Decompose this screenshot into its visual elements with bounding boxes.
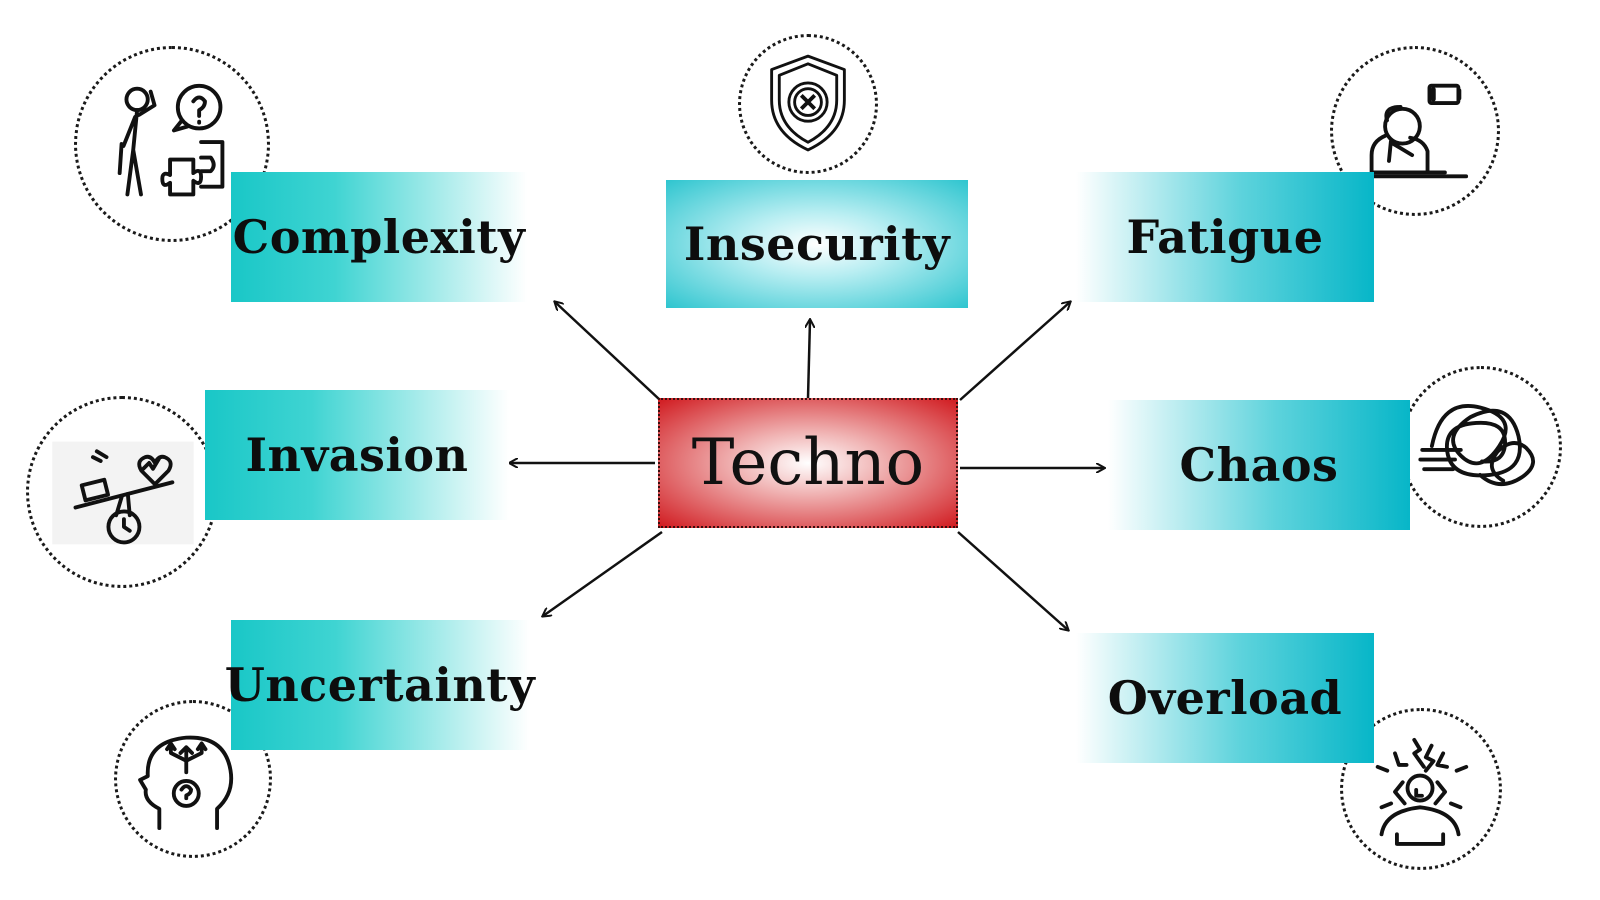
node-label-uncertainty: Uncertainty bbox=[224, 658, 536, 712]
node-uncertainty: Uncertainty bbox=[225, 620, 535, 750]
work-life-balance-icon bbox=[52, 441, 194, 545]
arrow-to-overload bbox=[957, 531, 1068, 630]
node-overload: Overload bbox=[1076, 633, 1374, 763]
node-label-overload: Overload bbox=[1107, 671, 1343, 725]
chaos-icon-circle bbox=[1400, 366, 1562, 528]
node-invasion: Invasion bbox=[205, 390, 509, 520]
arrow-to-insecurity bbox=[808, 320, 810, 399]
node-insecurity: Insecurity bbox=[666, 180, 968, 308]
node-label-fatigue: Fatigue bbox=[1126, 210, 1324, 264]
head-question-arrows-icon bbox=[138, 735, 234, 830]
node-fatigue: Fatigue bbox=[1076, 172, 1374, 302]
node-chaos: Chaos bbox=[1108, 400, 1410, 530]
arrow-to-uncertainty bbox=[543, 530, 663, 616]
stressed-person-lightning-icon bbox=[1375, 737, 1469, 846]
node-label-invasion: Invasion bbox=[245, 428, 469, 482]
confused-person-puzzle-icon bbox=[117, 83, 225, 197]
center-node-techno: Techno bbox=[658, 398, 958, 528]
center-label: Techno bbox=[691, 426, 925, 500]
node-label-insecurity: Insecurity bbox=[683, 217, 951, 271]
arrow-to-fatigue bbox=[959, 302, 1070, 401]
insecurity-icon-circle bbox=[738, 34, 878, 174]
node-label-complexity: Complexity bbox=[232, 210, 526, 264]
tangled-lines-icon bbox=[1418, 404, 1535, 486]
tired-person-battery-icon bbox=[1358, 83, 1469, 179]
node-complexity: Complexity bbox=[231, 172, 527, 302]
arrow-to-complexity bbox=[555, 302, 661, 401]
shield-x-icon bbox=[770, 54, 846, 152]
node-label-chaos: Chaos bbox=[1179, 438, 1339, 492]
uncertainty-icon-circle bbox=[114, 700, 272, 858]
invasion-icon-circle bbox=[26, 396, 218, 588]
